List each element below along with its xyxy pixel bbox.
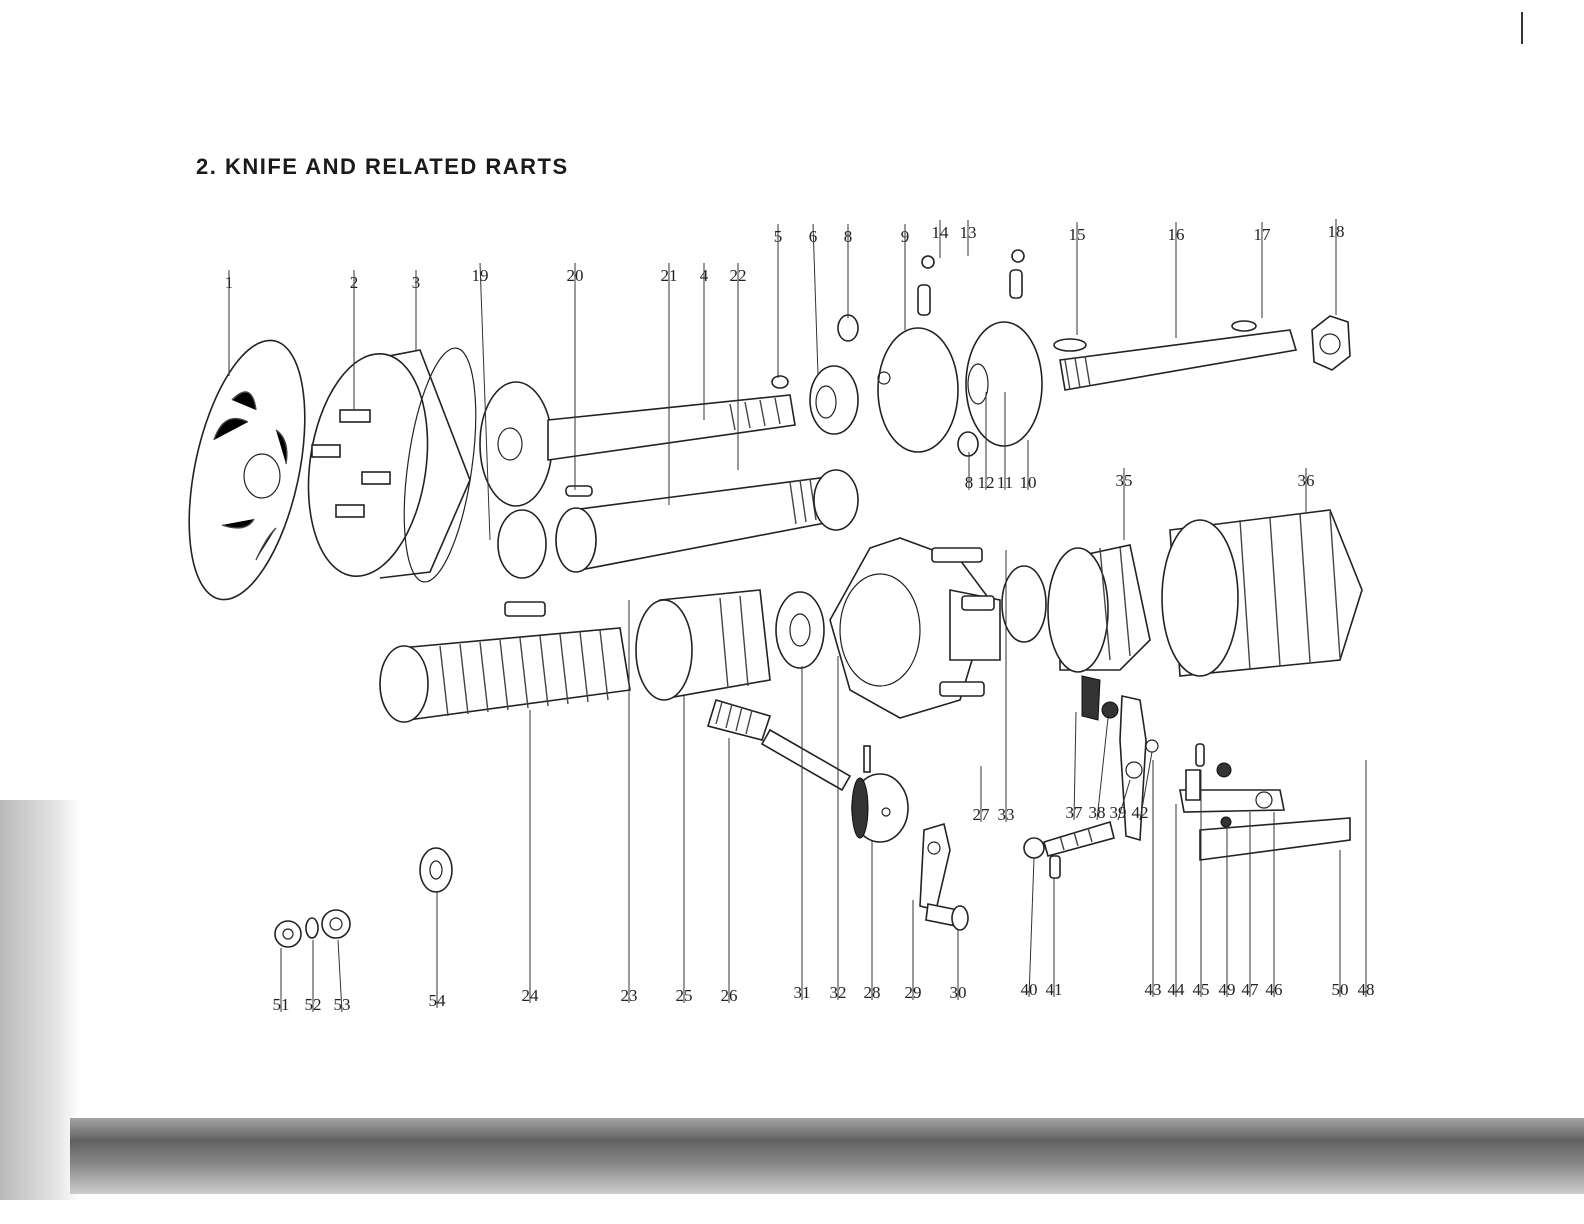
callout-label-46: 46 (1266, 980, 1283, 999)
callout-label-32: 32 (830, 983, 847, 1002)
callout-label-48: 48 (1358, 980, 1375, 999)
part-16-shaft (1054, 321, 1296, 390)
callout-label-15: 15 (1069, 225, 1086, 244)
callout-label-54: 54 (429, 991, 447, 1010)
part-3-housing (295, 344, 488, 587)
callout-label-25: 25 (676, 986, 693, 1005)
callout-label-5: 5 (774, 227, 783, 246)
callout-label-36: 36 (1298, 471, 1315, 490)
part-29-crank-arm (920, 824, 950, 910)
callout-label-41: 41 (1046, 980, 1063, 999)
callout-label-1: 1 (225, 273, 234, 292)
callout-label-30: 30 (950, 983, 967, 1002)
part-48-nut (1217, 763, 1231, 777)
callout-label-33: 33 (998, 805, 1015, 824)
leader-line-6 (813, 224, 818, 375)
part-44-slide-bracket (1180, 744, 1284, 812)
callout-label-12: 12 (978, 473, 995, 492)
part-35-pulley-small (1002, 545, 1150, 672)
part-9-disc (878, 328, 958, 452)
part-21-sleeve (556, 478, 830, 572)
callout-label-37: 37 (1066, 803, 1084, 822)
callout-label-23: 23 (621, 986, 638, 1005)
callout-label-35: 35 (1116, 471, 1133, 490)
callout-label-16: 16 (1168, 225, 1185, 244)
callout-label-13: 13 (960, 223, 977, 242)
part-37-block (1082, 676, 1100, 720)
leader-line-19 (480, 263, 490, 540)
callout-label-43: 43 (1145, 980, 1162, 999)
callout-label-14: 14 (932, 223, 950, 242)
callout-label-17: 17 (1254, 225, 1272, 244)
part-49-nut (1221, 817, 1231, 827)
part-28-wheel (852, 774, 908, 842)
callout-label-45: 45 (1193, 980, 1210, 999)
callout-label-52: 52 (305, 995, 322, 1014)
callout-label-21: 21 (661, 266, 678, 285)
callout-label-44: 44 (1168, 980, 1186, 999)
part-20-key (566, 486, 592, 496)
callout-label-40: 40 (1021, 980, 1038, 999)
part-23-pin (505, 602, 545, 616)
part-22-ring (814, 470, 858, 530)
leader-line-40 (1029, 858, 1034, 997)
part-1-fan-disc (169, 330, 326, 610)
part-54-bearing (420, 848, 452, 892)
part-27-pin (864, 746, 870, 772)
callout-label-50: 50 (1332, 980, 1349, 999)
callout-label-53: 53 (334, 995, 351, 1014)
callout-label-42: 42 (1132, 803, 1149, 822)
callout-label-49: 49 (1219, 980, 1236, 999)
part-19-ring (498, 510, 546, 578)
callout-label-47: 47 (1242, 980, 1260, 999)
callout-label-20: 20 (567, 266, 584, 285)
callout-label-11: 11 (997, 473, 1013, 492)
callout-label-29: 29 (905, 983, 922, 1002)
callout-label-38: 38 (1089, 803, 1106, 822)
callout-label-9: 9 (901, 227, 910, 246)
callout-label-8: 8 (844, 227, 853, 246)
part-10-disc (966, 322, 1042, 446)
part-25-sleeve (636, 590, 770, 700)
callout-label-51: 51 (273, 995, 290, 1014)
part-6-collar (810, 366, 858, 434)
part-5-key (772, 376, 788, 388)
callout-label-19: 19 (472, 266, 489, 285)
callout-label-8: 8 (965, 473, 974, 492)
part-31-bearing (776, 592, 824, 668)
callout-label-22: 22 (730, 266, 747, 285)
callout-label-6: 6 (809, 227, 818, 246)
scan-shadow-bottom (70, 1118, 1584, 1194)
part-30-handle (926, 904, 968, 930)
part-36-pulley-large (1162, 510, 1362, 676)
callout-label-10: 10 (1020, 473, 1037, 492)
callout-label-18: 18 (1328, 222, 1345, 241)
callout-label-39: 39 (1110, 803, 1127, 822)
callout-label-24: 24 (522, 986, 540, 1005)
part-14-pins (918, 250, 1024, 315)
part-18-nut (1312, 316, 1350, 370)
part-24-threaded-tube (380, 628, 630, 722)
callout-label-2: 2 (350, 273, 359, 292)
callout-label-27: 27 (973, 805, 991, 824)
callout-label-4: 4 (700, 266, 709, 285)
callout-label-28: 28 (864, 983, 881, 1002)
callout-label-3: 3 (412, 273, 421, 292)
callout-label-26: 26 (721, 986, 738, 1005)
callout-label-31: 31 (794, 983, 811, 1002)
part-40-41-screw (1024, 822, 1114, 878)
